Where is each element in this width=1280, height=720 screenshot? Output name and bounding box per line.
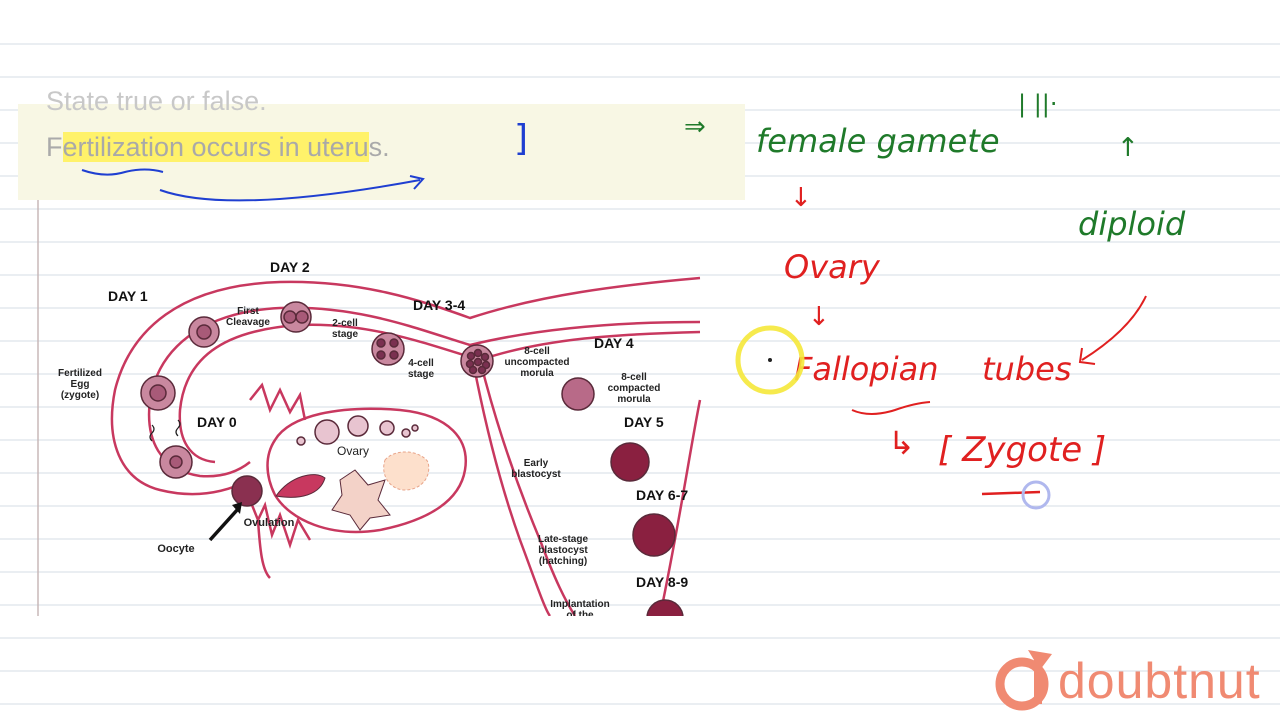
ovary-note: Ovary (784, 248, 880, 286)
implies-arrow: ⇒ (684, 112, 706, 142)
doubtnut-logo-icon (995, 650, 1052, 711)
diploid-note: diploid (1078, 205, 1186, 243)
ovary-label: Ovary (336, 444, 369, 458)
day0-label: DAY 0 (197, 414, 237, 430)
day34-label: DAY 3-4 (413, 297, 466, 313)
day67-label: DAY 6-7 (636, 487, 689, 503)
lower-ruled-lines (0, 637, 1280, 705)
diagram-clip-mask (40, 616, 720, 720)
down-arrow-icon: ↓ (790, 183, 812, 213)
ovulation-label: Ovulation (243, 517, 295, 529)
question-heading: State true or false. (46, 86, 267, 116)
statement-first-letter: F (46, 132, 63, 162)
doubtnut-wordmark: doubtnut (1058, 653, 1261, 709)
up-arrow-icon: ↑ (1117, 133, 1139, 163)
early-blastocyst-label: Early blastocyst (511, 458, 561, 480)
day1-label: DAY 1 (108, 288, 148, 304)
fertilized-egg-label: Fertilized Egg (zygote) (58, 368, 102, 401)
day2-label: DAY 2 (270, 259, 310, 275)
tubes-note: tubes (982, 350, 1072, 388)
question-statement: Fertilization occurs in uterus. (46, 132, 390, 163)
late-blastocyst-label: Late-stage blastocyst (hatching) (537, 534, 588, 567)
statement-end: s. (368, 132, 390, 162)
top-marks: | ||· (1018, 90, 1058, 118)
day89-label: DAY 8-9 (636, 574, 689, 590)
two-cell-label: 2-cell stage (331, 318, 359, 340)
day5-label: DAY 5 (624, 414, 664, 430)
implantation-label: Implantation of the (550, 599, 610, 621)
uncompacted-morula-label: 8-cell uncompacted morula (504, 346, 570, 379)
bracket-mark: ] (514, 118, 529, 159)
four-cell-label: 4-cell stage (407, 358, 435, 380)
highlighted-statement: ertilization occurs in uteru (62, 132, 369, 162)
compacted-morula-label: 8-cell compacted morula (607, 372, 661, 405)
first-cleavage-label: First Cleavage (226, 306, 270, 328)
female-gamete-note: female gamete (756, 122, 1000, 160)
zygote-note: [ Zygote ] (938, 430, 1107, 470)
oocyte-label: Oocyte (157, 543, 195, 555)
day4-label: DAY 4 (594, 335, 634, 351)
fallopian-note: Fallopian (794, 350, 939, 388)
down-arrow-2-icon: ↓ (808, 302, 830, 332)
hook-arrow-icon: ↳ (888, 424, 915, 462)
